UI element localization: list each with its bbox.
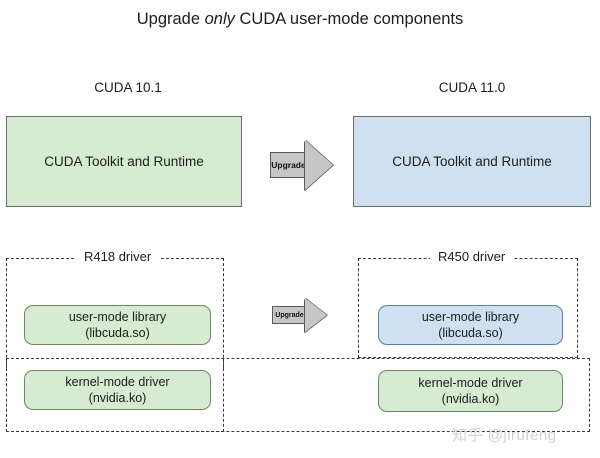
user-mode-library-new-line1: user-mode library xyxy=(421,310,520,324)
driver-group-outer-left xyxy=(6,358,224,432)
kernel-mode-driver-old-line2: (nvidia.ko) xyxy=(88,391,147,405)
column-header-cuda-new: CUDA 11.0 xyxy=(438,80,506,95)
kernel-mode-driver-old-box: kernel-mode driver (nvidia.ko) xyxy=(24,370,211,410)
cuda-toolkit-new-box: CUDA Toolkit and Runtime xyxy=(353,116,591,207)
user-mode-library-old-line2: (libcuda.so) xyxy=(85,326,150,340)
kernel-mode-driver-new-line1: kernel-mode driver xyxy=(418,376,523,390)
title-prefix: Upgrade xyxy=(136,10,205,28)
user-mode-library-old-box: user-mode library (libcuda.so) xyxy=(24,305,211,345)
user-mode-library-old-line1: user-mode library xyxy=(68,310,167,324)
cuda-toolkit-old-box: CUDA Toolkit and Runtime xyxy=(6,116,242,207)
upgrade-arrow-driver: Upgrade xyxy=(272,298,328,332)
kernel-mode-driver-old-line1: kernel-mode driver xyxy=(65,375,170,389)
arrow-head-icon xyxy=(305,298,327,332)
user-mode-library-new-line2: (libcuda.so) xyxy=(438,326,503,340)
page-title: Upgrade only CUDA user-mode components xyxy=(120,8,480,30)
upgrade-arrow-toolkit-label: Upgrade xyxy=(270,152,306,178)
driver-group-r450-label: R450 driver xyxy=(430,249,514,264)
upgrade-arrow-driver-label: Upgrade xyxy=(272,306,306,324)
column-header-cuda-old: CUDA 10.1 xyxy=(94,80,162,95)
arrow-head-icon xyxy=(305,140,333,190)
upgrade-arrow-toolkit: Upgrade xyxy=(270,140,334,190)
kernel-mode-driver-new-line2: (nvidia.ko) xyxy=(441,392,500,406)
user-mode-library-new-box: user-mode library (libcuda.so) xyxy=(378,305,563,345)
title-emphasis: only xyxy=(204,10,235,28)
watermark: 知乎 @jirufeng xyxy=(452,427,557,444)
title-suffix: CUDA user-mode components xyxy=(234,10,464,28)
kernel-mode-driver-new-box: kernel-mode driver (nvidia.ko) xyxy=(378,370,563,412)
driver-group-r418-label: R418 driver xyxy=(76,249,160,264)
